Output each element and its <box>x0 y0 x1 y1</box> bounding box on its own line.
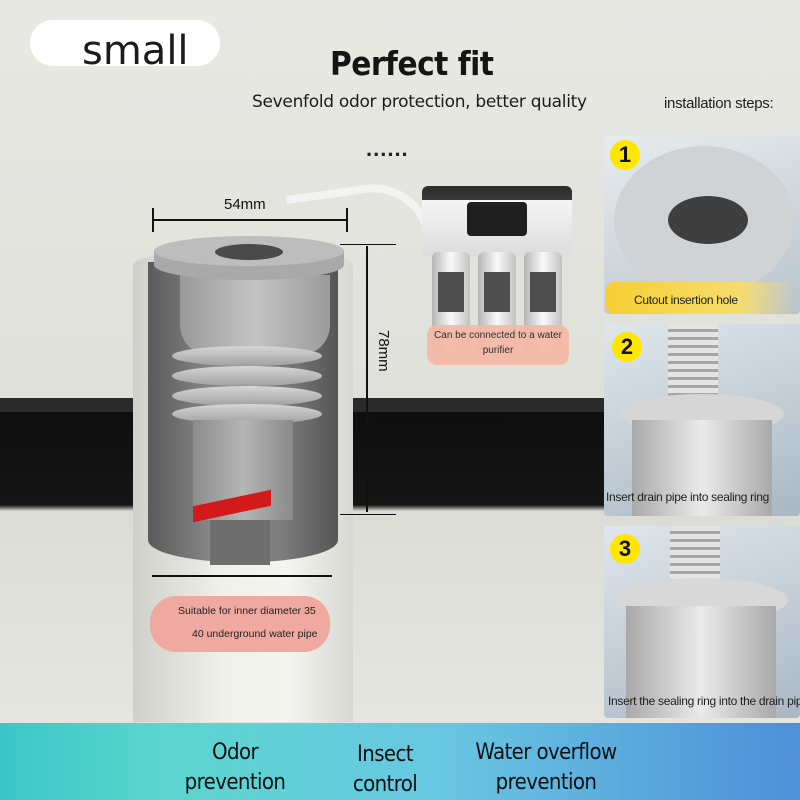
feature-odor-prevention: Odor prevention <box>170 738 300 798</box>
feature-line: control <box>352 772 418 797</box>
purifier-display <box>467 202 527 236</box>
step-1-caption-background <box>606 282 796 314</box>
size-badge: small <box>82 28 189 74</box>
dimension-tick <box>340 514 396 515</box>
dimension-tick <box>340 244 396 245</box>
purifier-note-background <box>427 325 569 365</box>
seal-ring <box>172 366 322 386</box>
step-2-panel: 2 <box>604 324 800 516</box>
feature-insect-control: Insect control <box>330 740 440 800</box>
ellipsis-dots: ...... <box>366 136 409 161</box>
seal-cap-hole <box>215 244 283 260</box>
step-1-caption: Cutout insertion hole <box>634 293 738 307</box>
step-2-number: 2 <box>612 332 642 362</box>
step-2-caption: Insert drain pipe into sealing ring <box>606 490 769 504</box>
size-badge-background <box>30 20 220 66</box>
inner-diameter-line <box>152 575 332 577</box>
step-3-number: 3 <box>610 534 640 564</box>
feature-line: Water overflow <box>475 740 617 765</box>
feature-water-overflow-prevention: Water overflow prevention <box>470 738 622 798</box>
pipe-note-line1: Suitable for inner diameter 35 <box>178 605 316 617</box>
seal-ring <box>172 404 322 424</box>
pipe-body <box>626 606 776 718</box>
pipe-body <box>632 420 772 516</box>
seal-ring <box>172 386 322 406</box>
feature-line: prevention <box>184 770 286 795</box>
seal-ring <box>172 346 322 366</box>
subheadline: Sevenfold odor protection, better qualit… <box>252 92 587 112</box>
pipe-note-line2: 40 underground water pipe <box>192 628 318 640</box>
seal-body <box>180 275 330 355</box>
cut-hole <box>668 196 748 244</box>
step-3-caption: Insert the sealing ring into the drain p… <box>608 694 800 708</box>
installation-heading: installation steps: <box>664 95 774 112</box>
feature-line: Odor <box>212 740 259 765</box>
pipe-note-background <box>150 596 330 652</box>
features-bar <box>0 723 800 800</box>
height-dimension-label: 78mm <box>375 330 392 372</box>
pipe-bottom <box>210 520 270 565</box>
width-dimension-line <box>152 219 348 221</box>
purifier-note: Can be connected to a water purifier <box>434 330 562 356</box>
step-1-number: 1 <box>610 140 640 170</box>
headline: Perfect fit <box>330 44 494 83</box>
purifier-tube <box>285 176 435 266</box>
feature-line: prevention <box>495 770 597 795</box>
step-3-panel: 3 <box>604 526 800 718</box>
dimension-tick <box>152 208 154 232</box>
height-dimension-line <box>366 246 368 512</box>
feature-line: Insect <box>357 742 414 767</box>
width-dimension-label: 54mm <box>224 196 266 213</box>
dimension-tick <box>346 208 348 232</box>
